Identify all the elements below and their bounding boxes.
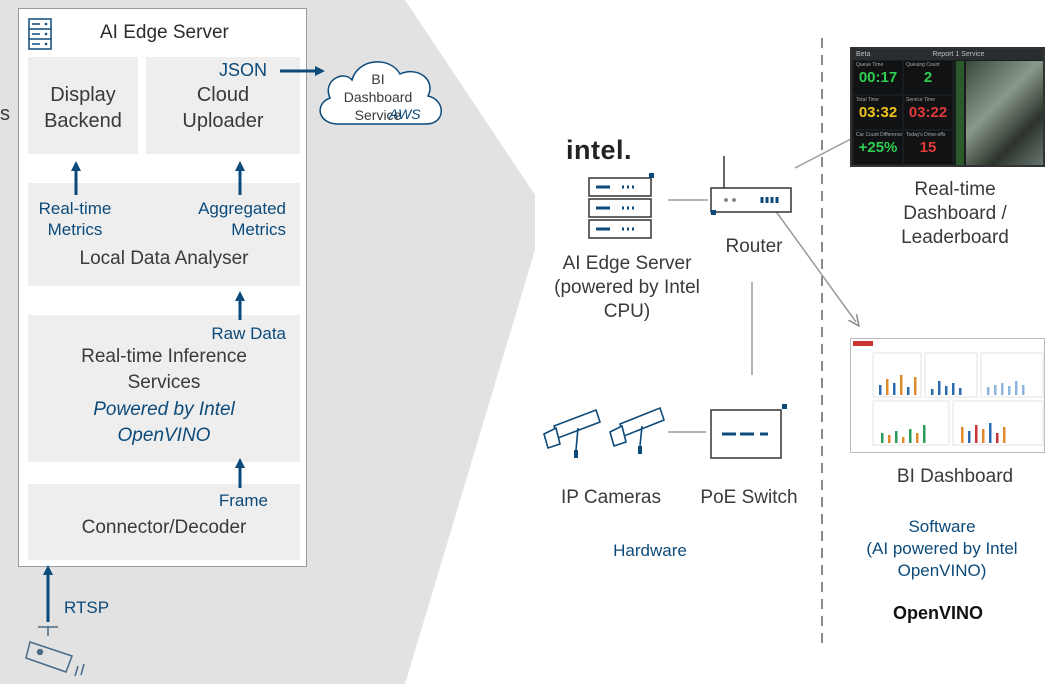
inference-services-label: Real-time Inference Services <box>81 346 247 393</box>
aggregated-metrics-label: Aggregated Metrics <box>198 199 286 239</box>
thumbnail-bar <box>1001 383 1004 395</box>
router-label: Router <box>725 236 783 257</box>
connector-decoder-box <box>28 484 300 560</box>
ip-cameras-icon <box>538 400 668 470</box>
realtime-dashboard-label: Real-time Dashboard / Leaderboard <box>901 179 1009 248</box>
thumbnail-bar <box>888 435 891 443</box>
thumbnail-bar <box>987 387 990 395</box>
thumbnail-bar <box>938 381 941 395</box>
camera-feed-image <box>966 61 1043 165</box>
realtime-metrics-label: Real-time Metrics <box>38 199 112 239</box>
aws-label: AWS <box>389 106 421 122</box>
thumbnail-bar <box>982 429 985 443</box>
intel-logo: intel. <box>566 135 633 165</box>
screen-header: Report 1 Service <box>932 51 985 58</box>
thumbnail-bar <box>1008 386 1011 395</box>
thumbnail-bar <box>968 431 971 443</box>
metric-tile-value: 00:17 <box>858 69 898 86</box>
thumbnail-bar <box>945 386 948 395</box>
poe-switch-icon <box>708 404 788 462</box>
rtsp-camera-icon <box>25 626 85 677</box>
edge-server-icon <box>588 172 656 242</box>
thumbnail-bar <box>996 433 999 443</box>
status-strip <box>956 61 964 165</box>
thumbnail-bar <box>914 377 917 395</box>
thumbnail-bar <box>881 433 884 443</box>
thumbnail-bar <box>902 437 905 443</box>
poe-switch-label: PoE Switch <box>700 487 798 508</box>
router-icon <box>710 152 794 215</box>
thumbnail-bar <box>886 379 889 395</box>
thumbnail-bar <box>895 431 898 443</box>
openvino-logo: OpenVINO <box>893 603 984 623</box>
cloud-uploader-label: Cloud Uploader <box>182 84 264 132</box>
bi-dashboard-charts <box>853 341 1044 446</box>
thumbnail-bar <box>952 383 955 395</box>
metric-tile-label: Queue Time <box>856 62 884 68</box>
metric-tile-value: 03:32 <box>858 104 898 121</box>
raw-data-label: Raw Data <box>211 324 286 343</box>
display-backend-label: Display Backend <box>44 84 122 132</box>
thumbnail-bar <box>961 427 964 443</box>
thumbnail-bar <box>959 388 962 395</box>
cropped-text-fragment: s <box>0 103 10 125</box>
thumbnail-bar <box>994 385 997 395</box>
thumbnail-bar <box>931 389 934 395</box>
rtsp-label: RTSP <box>64 598 110 617</box>
server-stack-icon <box>28 18 52 50</box>
thumbnail-bar <box>916 433 919 443</box>
json-label: JSON <box>219 60 268 80</box>
thumbnail-bar <box>893 383 896 395</box>
screen-app-name: Beta <box>856 51 871 58</box>
thumbnail-bar <box>975 425 978 443</box>
hardware-section-label: Hardware <box>613 541 687 560</box>
metric-tile-label: Today's Drive-offs <box>906 132 946 138</box>
thumbnail-bar <box>907 387 910 395</box>
powered-by-openvino-label: Powered by Intel OpenVINO <box>93 399 235 446</box>
connector-decoder-label: Connector/Decoder <box>81 517 247 538</box>
metric-tile-value: 2 <box>923 69 933 86</box>
metric-tile-value: 03:22 <box>908 104 948 121</box>
metric-tile-label: Total Time <box>856 97 879 103</box>
inference-services-box <box>28 315 300 462</box>
thumbnail-bar <box>900 375 903 395</box>
frame-label: Frame <box>218 491 268 510</box>
local-data-analyser-label: Local Data Analyser <box>79 248 249 269</box>
thumbnail-bar <box>1022 385 1025 395</box>
edge-server-label: AI Edge Server (powered by Intel CPU) <box>554 253 700 322</box>
thumbnail-bar <box>909 429 912 443</box>
ip-cameras-label: IP Cameras <box>561 487 661 508</box>
thumbnail-bar <box>1015 381 1018 395</box>
display-backend-box <box>28 57 138 154</box>
bi-dashboard-service-label: BI Dashboard Service <box>343 71 413 123</box>
bi-dashboard-label: BI Dashboard <box>896 466 1014 487</box>
software-section-label: Software (AI powered by Intel OpenVINO) <box>866 517 1018 580</box>
local-data-analyser-box <box>28 183 300 286</box>
metric-tile: Car Count Difference+25% <box>854 131 902 164</box>
server-panel-title: AI Edge Server <box>100 22 229 43</box>
metric-tile-label: Service Time <box>906 97 935 103</box>
metric-tile-value: 15 <box>919 139 937 156</box>
metric-tile-value: +25% <box>858 139 898 156</box>
metric-tile-label: Car Count Difference <box>856 132 902 138</box>
thumbnail-bar <box>879 385 882 395</box>
cloud-uploader-box <box>146 57 300 154</box>
thumbnail-bar <box>989 423 992 443</box>
bi-dashboard-screenshot <box>850 338 1045 453</box>
thumbnail-bar <box>923 425 926 443</box>
metric-tile-label: Queuing Count <box>906 62 940 68</box>
thumbnail-bar <box>1003 427 1006 443</box>
